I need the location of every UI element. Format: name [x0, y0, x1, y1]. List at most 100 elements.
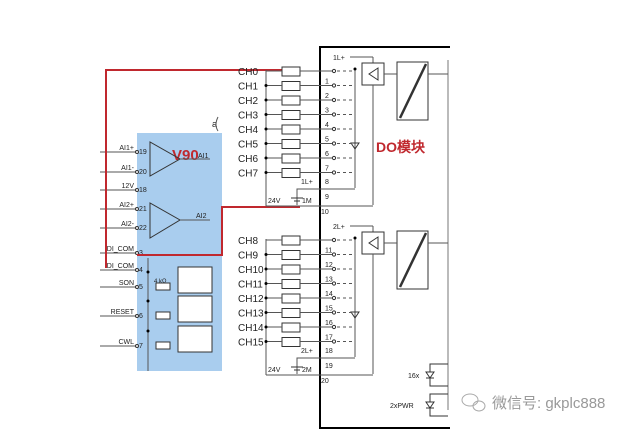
- resistor-son: [155, 282, 171, 291]
- voltage-label: 24V: [268, 198, 281, 205]
- channel-label: CH7: [238, 169, 258, 180]
- pin-terminal: [135, 268, 139, 272]
- terminal-number: 10: [321, 209, 329, 216]
- pin-number: 18: [139, 187, 147, 194]
- pin-terminal: [135, 150, 139, 154]
- junction-dot: [264, 311, 268, 314]
- load-resistor: [281, 337, 301, 347]
- opamp1-icon: [149, 141, 182, 177]
- flyback-diode-icon: [350, 142, 360, 150]
- channel-label: CH1: [238, 82, 258, 93]
- resistor-reset: [155, 311, 171, 320]
- load-resistor: [281, 66, 301, 77]
- terminal-label: 1L+: [301, 179, 313, 186]
- terminal: [331, 170, 337, 175]
- terminal-label: 2M: [302, 367, 312, 374]
- pin-label: RESET: [111, 309, 135, 316]
- terminal-number: 8: [325, 179, 329, 186]
- load-resistor: [281, 124, 301, 135]
- channel-label: CH5: [238, 140, 258, 151]
- flyback-diode-icon: [350, 311, 360, 319]
- load-resistor: [281, 110, 301, 120]
- junction-dot: [264, 296, 268, 300]
- led-pwr-label: 2xPWR: [390, 403, 414, 410]
- red-wire-ch0: [105, 69, 300, 268]
- terminal: [331, 83, 337, 88]
- channel-label: CH2: [238, 96, 258, 107]
- pin-number: 6: [139, 313, 143, 320]
- terminal: [331, 112, 337, 117]
- channel-label: CH12: [238, 294, 264, 305]
- watermark-text: 微信号: gkplc888: [492, 395, 605, 412]
- junction-dot: [146, 270, 150, 274]
- load-resistor: [281, 139, 301, 149]
- load-resistor: [281, 168, 301, 178]
- wire: [296, 357, 355, 374]
- terminal-label: 1M: [302, 198, 312, 205]
- wechat-icon: [461, 393, 486, 412]
- isolation-diagonal: [398, 63, 428, 119]
- do-module-frame: [319, 46, 450, 429]
- pin-terminal: [135, 226, 139, 230]
- pin-number: 19: [139, 149, 147, 156]
- junction-dot: [264, 267, 268, 271]
- terminal-number: 1: [325, 79, 329, 86]
- channel-label: CH4: [238, 125, 258, 136]
- terminal-number: 11: [325, 248, 332, 255]
- channel-label: CH6: [238, 154, 258, 165]
- junction-dot: [264, 142, 268, 145]
- terminal: [331, 339, 337, 344]
- channel-label: CH3: [238, 111, 258, 122]
- do-module-title: DO模块: [376, 139, 426, 155]
- pin-label: AI2-: [121, 221, 135, 228]
- terminal: [331, 281, 337, 286]
- pin-label: AI1-: [121, 165, 135, 172]
- driver-amplifier-icon: [361, 231, 385, 255]
- terminal: [331, 141, 337, 146]
- terminal: [331, 97, 337, 103]
- junction-dot: [264, 127, 268, 131]
- terminal-number: 6: [325, 151, 329, 158]
- junction-dot: [353, 236, 357, 240]
- terminal-number: 4: [325, 122, 329, 129]
- pin-terminal: [135, 344, 139, 348]
- v90-tag: a: [212, 119, 217, 129]
- channel-label: CH14: [238, 323, 264, 334]
- terminal-number: 18: [325, 348, 333, 355]
- load-resistor: [281, 264, 301, 275]
- terminal: [331, 68, 337, 74]
- optocoupler-cwl-icon: [177, 325, 213, 353]
- v90-drive: V90 a AI1 AI2 4 kΩ AI1+19AI1-2012V18AI2+…: [100, 116, 222, 371]
- pin-terminal: [135, 188, 139, 192]
- channel-label: CH9: [238, 251, 258, 262]
- pin-terminal: [135, 170, 139, 174]
- supply-label: 2L+: [333, 224, 345, 231]
- channel-label: CH0: [238, 67, 258, 78]
- pin-number: 4: [139, 267, 143, 274]
- terminal: [331, 295, 337, 301]
- triangle-icon: [368, 67, 379, 81]
- driver-amplifier-icon: [361, 62, 385, 86]
- optocoupler-reset-icon: [177, 295, 213, 323]
- terminal-number: 13: [325, 277, 333, 284]
- terminal-number: 20: [321, 378, 329, 385]
- load-resistor: [281, 81, 301, 91]
- load-resistor: [281, 153, 301, 164]
- pin-number: 5: [139, 284, 143, 291]
- junction-dot: [264, 156, 268, 160]
- pin-number: 3: [139, 250, 143, 257]
- red-wire-1m: [137, 206, 300, 256]
- terminal: [331, 155, 337, 161]
- optocoupler-son-icon: [177, 266, 213, 294]
- junction-dot: [146, 299, 150, 303]
- isolation-diagonal: [398, 232, 428, 288]
- pin-label: SON: [119, 280, 134, 287]
- terminal: [331, 237, 337, 243]
- pin-label: AI1+: [119, 145, 134, 152]
- pin-number: 21: [139, 206, 147, 213]
- resistor-cwl: [155, 341, 171, 350]
- load-resistor: [281, 293, 301, 304]
- terminal-number: 19: [325, 363, 333, 370]
- terminal-number: 5: [325, 137, 329, 144]
- pin-terminal: [135, 207, 139, 211]
